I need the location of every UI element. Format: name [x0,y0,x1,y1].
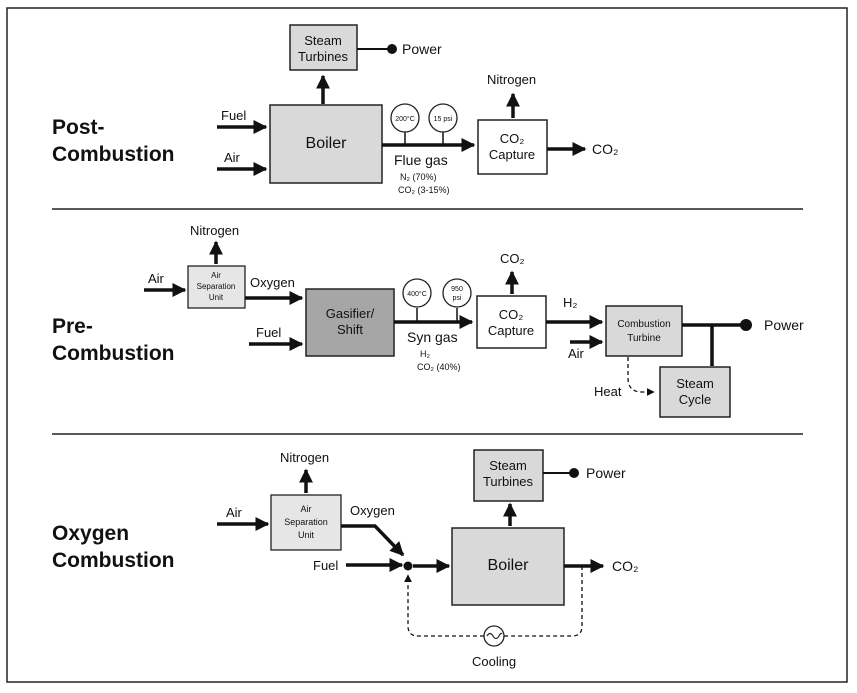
pre-asu-label1: Air [211,271,221,280]
post-temperature-gauge [390,103,420,133]
pre-syn-co2-label: CO₂ (40%) [417,362,461,372]
oxy-recycle-dashed-left [404,574,484,637]
oxy-asu-box [270,494,342,551]
pre-gasifier-label1: Gasifier/ [326,306,375,321]
pre-gasifier-label2: Shift [337,322,363,337]
post-capture-label2: Capture [489,147,535,162]
oxy-oxygen-label: Oxygen [350,503,395,518]
post-steam-turbines-box [289,24,358,71]
oxy-oxygen-arrow [341,524,405,557]
post-co2-out-label: CO₂ [592,141,618,157]
pre-steam-cycle-label2: Cycle [679,392,712,407]
post-flue-n2-label: N₂ (70%) [400,172,437,182]
oxy-co2-out-label: CO₂ [612,558,638,574]
oxy-asu-label2: Separation [284,517,328,527]
post-combustion-section: Post- Combustion Steam Turbines Power Bo… [52,24,618,195]
pre-fuel-label: Fuel [256,325,281,340]
post-nitrogen-label: Nitrogen [487,72,536,87]
oxy-asu-label3: Unit [298,530,315,540]
oxy-boiler-label: Boiler [488,557,530,574]
oxy-power-label: Power [586,465,626,481]
pre-air-label: Air [148,271,165,286]
post-co2-capture-box [477,119,548,175]
pre-power-label: Power [764,317,804,333]
pre-gauge-pressure-label2: psi [453,295,462,302]
pre-air2-label: Air [568,346,585,361]
post-title-line1: Post- [52,116,105,139]
post-gauge-temp-label: 200°C [395,115,415,123]
oxy-steam-turbines-box [473,449,544,502]
pre-ct-label1: Combustion [617,319,670,330]
oxy-fuel-label: Fuel [313,558,338,573]
post-power-dot [387,44,397,54]
post-boiler-box [269,104,383,184]
oxy-title-line2: Combustion [52,549,174,572]
pre-pressure-gauge [442,278,472,308]
post-pressure-gauge [428,103,458,133]
post-flue-gas-label: Flue gas [394,152,448,168]
pre-capture-label1: CO₂ [499,307,524,322]
pre-title-line1: Pre- [52,315,93,338]
post-air-label: Air [224,150,241,165]
pre-heat-label: Heat [594,384,622,399]
pre-syn-gas-label: Syn gas [407,329,458,345]
post-fuel-label: Fuel [221,108,246,123]
oxy-steam-turbines-label2: Turbines [483,474,534,489]
post-power-label: Power [402,41,442,57]
oxy-cooling-label: Cooling [472,654,516,669]
post-capture-label1: CO₂ [500,131,525,146]
pre-combustion-section: Pre- Combustion Air Separation Unit Nitr… [52,223,804,418]
pre-gasifier-box [305,288,395,357]
oxy-nitrogen-label: Nitrogen [280,450,329,465]
pre-co2-top-label: CO₂ [500,251,525,266]
post-steam-turbines-label2: Turbines [298,49,349,64]
pre-co2-capture-box [476,295,547,349]
pre-asu-label3: Unit [209,293,224,302]
post-boiler-label: Boiler [306,135,348,152]
pre-steam-cycle-box [659,366,731,418]
oxy-mixing-junction [403,561,413,571]
oxy-power-dot [569,468,579,478]
oxy-cooler-icon [483,625,505,647]
oxygen-combustion-section: Oxygen Combustion Air Separation Unit Ni… [52,449,638,669]
pre-h2-label: H₂ [563,295,577,310]
pre-power-dot [740,319,752,331]
pre-asu-box [187,265,246,309]
pre-temperature-gauge [402,278,432,308]
pre-title-line2: Combustion [52,342,174,365]
oxy-air-label: Air [226,505,243,520]
pre-combustion-turbine-box [605,305,683,357]
oxy-asu-label1: Air [301,504,312,514]
pre-gauge-pressure-label1: 950 [451,286,463,293]
post-flue-co2-label: CO₂ (3-15%) [398,185,450,195]
pre-steam-cycle-label1: Steam [676,376,714,391]
post-title-line2: Combustion [52,143,174,166]
oxy-title-line1: Oxygen [52,522,129,545]
pre-capture-label2: Capture [488,323,534,338]
outer-frame [6,7,848,683]
pre-nitrogen-label: Nitrogen [190,223,239,238]
oxy-cooler-coil [486,632,503,640]
post-steam-turbines-label1: Steam [304,33,342,48]
pre-heat-dashed-arrow [627,357,655,396]
pre-ct-label2: Turbine [627,333,661,344]
pre-syn-h2-label: H₂ [420,349,430,359]
pre-oxygen-label: Oxygen [250,275,295,290]
post-gauge-pressure-label: 15 psi [434,116,453,123]
pre-asu-label2: Separation [197,282,236,291]
pre-gauge-temp-label: 400°C [407,290,427,298]
oxy-steam-turbines-label1: Steam [489,458,527,473]
